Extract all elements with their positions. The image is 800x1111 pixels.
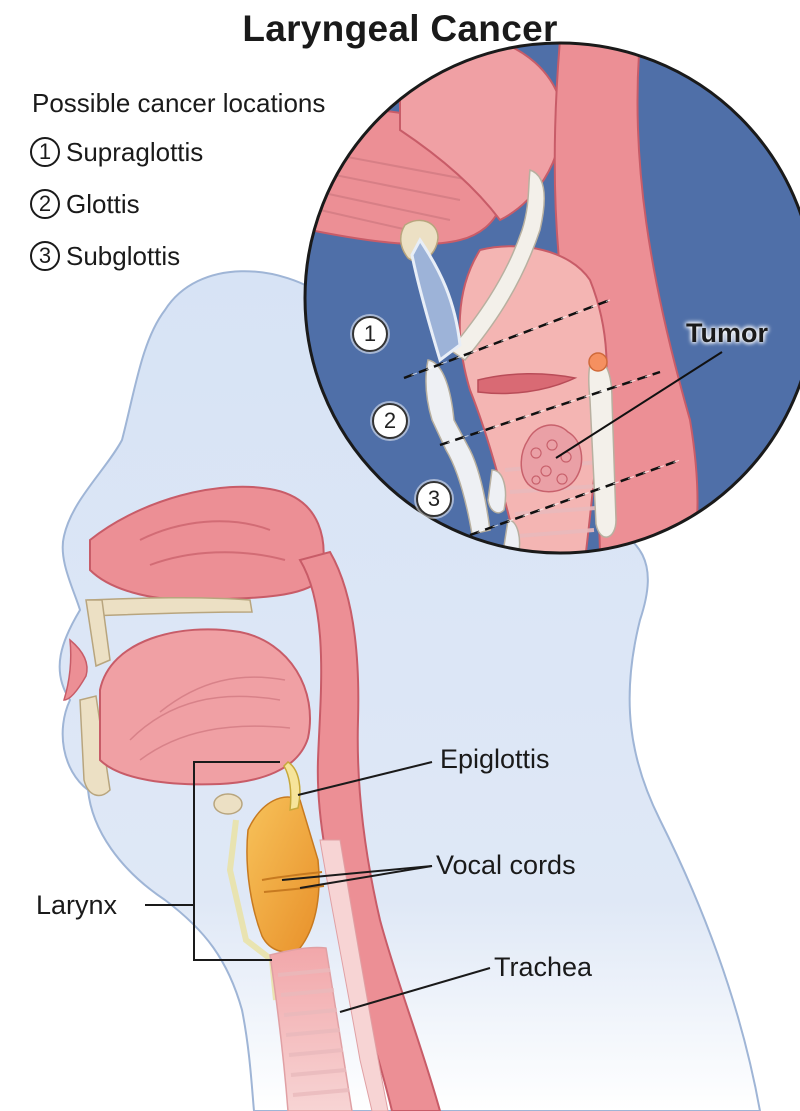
epiglottis-label: Epiglottis [440,744,550,775]
legend-label: Subglottis [66,241,180,272]
tumor-mass [521,425,581,492]
zone-marker-subglottis: 3 [416,481,452,517]
page-title: Laryngeal Cancer [0,8,800,50]
legend-item-glottis: 2 Glottis [30,186,140,222]
legend-item-supraglottis: 1 Supraglottis [30,134,203,170]
inset-arytenoid-tip [589,353,607,371]
tumor-label: Tumor [686,318,768,349]
hyoid-bone [214,794,242,814]
legend-number-badge: 2 [30,189,60,219]
vocal-cords-label: Vocal cords [436,850,576,881]
zone-marker-glottis: 2 [372,403,408,439]
zone-marker-supraglottis: 1 [352,316,388,352]
larynx-label: Larynx [36,890,117,921]
legend-label: Glottis [66,189,140,220]
legend-number-badge: 3 [30,241,60,271]
legend-item-subglottis: 3 Subglottis [30,238,180,274]
legend-label: Supraglottis [66,137,203,168]
trachea-label: Trachea [494,952,592,983]
legend-heading: Possible cancer locations [32,88,325,119]
legend-number-badge: 1 [30,137,60,167]
